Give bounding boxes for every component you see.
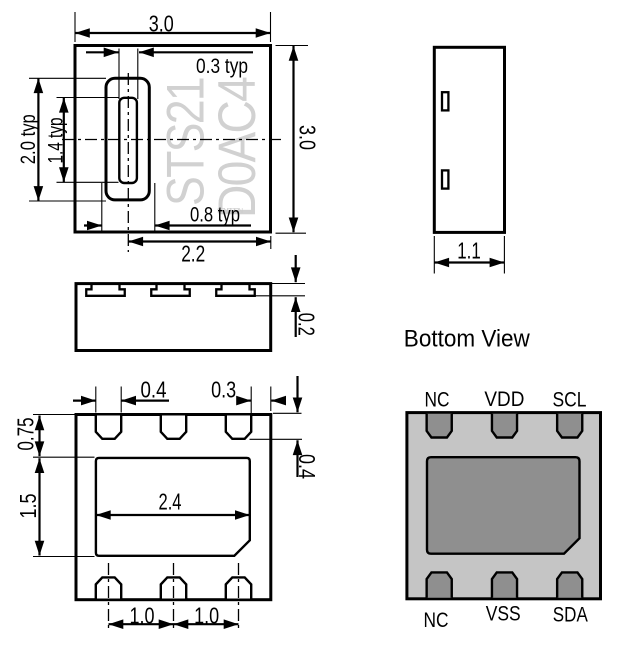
svg-text:1.4 typ: 1.4 typ — [44, 118, 67, 164]
svg-text:SENSIRION: SENSIRION — [217, 208, 243, 215]
svg-text:2.4: 2.4 — [159, 489, 182, 515]
svg-text:2.2: 2.2 — [181, 241, 205, 267]
svg-text:1.1: 1.1 — [457, 238, 481, 264]
svg-text:NC: NC — [424, 608, 449, 632]
svg-text:Bottom View: Bottom View — [404, 325, 530, 352]
svg-text:0.2: 0.2 — [294, 313, 320, 336]
svg-text:STS21: STS21 — [157, 78, 216, 206]
svg-text:VDD: VDD — [484, 387, 524, 411]
svg-text:D0AC4: D0AC4 — [208, 78, 267, 218]
svg-text:NC: NC — [425, 387, 450, 411]
svg-text:VSS: VSS — [486, 602, 521, 626]
svg-text:2.0 typ: 2.0 typ — [17, 114, 40, 164]
svg-text:SCL: SCL — [553, 387, 587, 411]
svg-text:3.0: 3.0 — [149, 11, 174, 37]
svg-text:0.8 typ: 0.8 typ — [190, 204, 240, 227]
svg-text:SDA: SDA — [553, 602, 589, 626]
svg-text:0.3 typ: 0.3 typ — [196, 55, 248, 78]
svg-text:1.0: 1.0 — [194, 602, 219, 628]
svg-text:1.5: 1.5 — [15, 494, 41, 519]
svg-text:0.75: 0.75 — [13, 418, 39, 451]
svg-text:0.3: 0.3 — [211, 376, 236, 402]
svg-text:0.4: 0.4 — [141, 376, 167, 402]
svg-text:1.0: 1.0 — [130, 602, 155, 628]
svg-text:3.0: 3.0 — [294, 125, 320, 150]
svg-text:0.4: 0.4 — [294, 454, 320, 479]
